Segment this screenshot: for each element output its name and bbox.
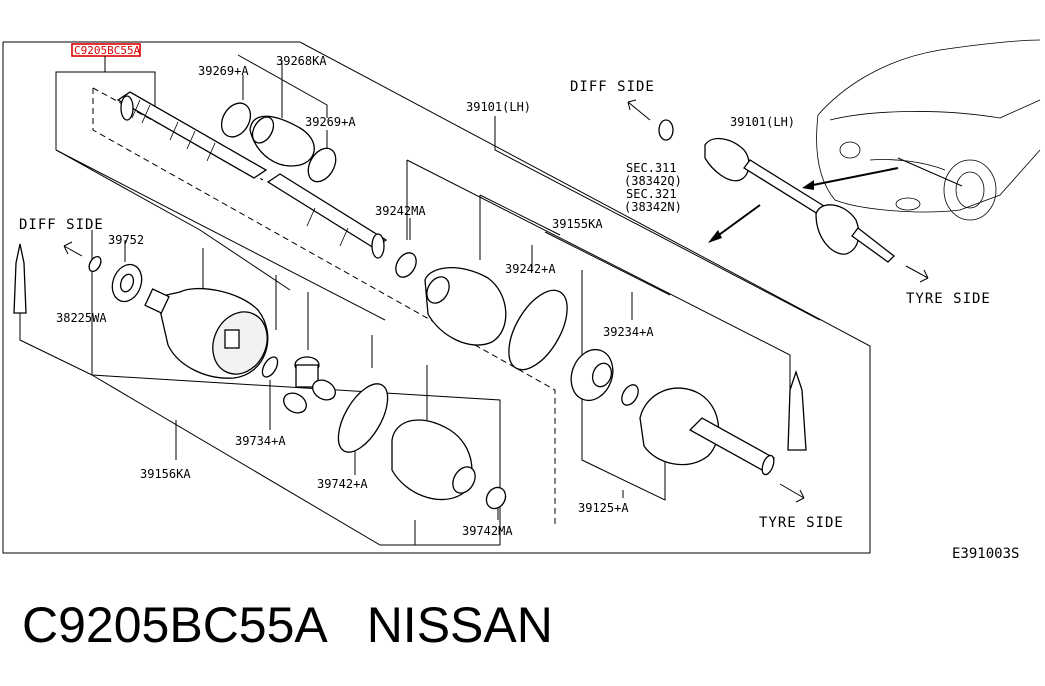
arrow-icons	[63, 99, 929, 503]
highlighted-part-label[interactable]: C9205BC55A	[71, 43, 141, 57]
label-39268ka[interactable]: 39268KA	[276, 54, 327, 68]
diff-side-right-arrow-icon	[627, 99, 651, 121]
tyre-side-right-label: TYRE SIDE	[906, 291, 991, 307]
snap-rings[interactable]	[87, 249, 642, 512]
tyre-side-outer-joint[interactable]	[639, 387, 776, 476]
label-sec321-ref: (38342N)	[624, 200, 682, 214]
label-39242a[interactable]: 39242+A	[505, 262, 556, 276]
diff-side-left-label: DIFF SIDE	[19, 217, 104, 233]
tripod-joint[interactable]	[280, 356, 339, 417]
leader-lines	[19, 54, 821, 546]
label-39242ma[interactable]: 39242MA	[375, 204, 426, 218]
tyre-side-right-arrow-icon	[905, 265, 929, 283]
boot-kit-upper[interactable]	[216, 98, 342, 187]
label-39101lh-b[interactable]: 39101(LH)	[730, 115, 795, 129]
diff-side-left-arrow-icon	[63, 241, 83, 257]
part-labels: 39269+A 39268KA 39269+A 39101(LH) 39242M…	[19, 54, 1019, 562]
label-39156ka[interactable]: 39156KA	[140, 467, 191, 481]
highlighted-part-number: C9205BC55A	[74, 44, 141, 57]
boot-kit-lower[interactable]	[328, 376, 479, 501]
label-39155ka[interactable]: 39155KA	[552, 217, 603, 231]
label-39269a-top[interactable]: 39269+A	[198, 64, 249, 78]
label-39125a[interactable]: 39125+A	[578, 501, 629, 515]
label-39742ma[interactable]: 39742MA	[462, 524, 513, 538]
diagram-code: E391003S	[952, 546, 1019, 562]
diff-side-right-label: DIFF SIDE	[570, 79, 655, 95]
footer-part-number: C9205BC55A	[22, 597, 326, 653]
tyre-side-boot[interactable]	[422, 266, 579, 379]
grease-tube-left[interactable]	[13, 243, 27, 314]
drive-shaft-assembly-overview[interactable]	[658, 119, 895, 263]
label-38225wa[interactable]: 38225WA	[56, 311, 107, 325]
label-39734a[interactable]: 39734+A	[235, 434, 286, 448]
tyre-side-bottom-label: TYRE SIDE	[759, 515, 844, 531]
car-pointer-arrow-icon	[807, 167, 899, 187]
assembly-arrow-head-icon	[708, 230, 722, 243]
diff-side-joint-housing[interactable]	[144, 287, 277, 383]
footer-brand: NISSAN	[366, 597, 553, 653]
vehicle-outline	[816, 39, 1041, 221]
diagram-frame	[2, 41, 871, 554]
grease-tube-right[interactable]	[787, 369, 807, 451]
label-39101lh-a[interactable]: 39101(LH)	[466, 100, 531, 114]
label-39234a[interactable]: 39234+A	[603, 325, 654, 339]
label-sec321[interactable]: SEC.321	[626, 187, 677, 201]
footer-caption: C9205BC55A NISSAN	[22, 596, 553, 654]
diff-side-bearing[interactable]	[107, 260, 146, 305]
label-39742a[interactable]: 39742+A	[317, 477, 368, 491]
axle-shaft[interactable]	[116, 91, 388, 259]
label-sec311-ref: (38342Q)	[624, 174, 682, 188]
tyre-side-bottom-arrow-icon	[779, 483, 805, 503]
label-sec311[interactable]: SEC.311	[626, 161, 677, 175]
label-39752[interactable]: 39752	[108, 233, 144, 247]
label-39269a-mid[interactable]: 39269+A	[305, 115, 356, 129]
inner-race-cage[interactable]	[564, 344, 619, 407]
